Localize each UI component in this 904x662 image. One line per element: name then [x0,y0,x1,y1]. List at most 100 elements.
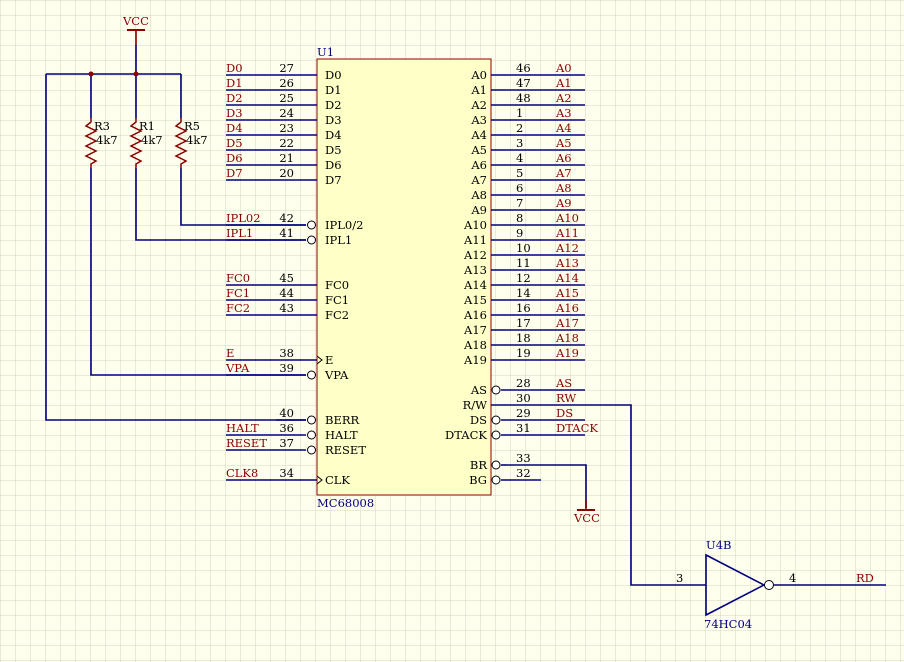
net-label: AS [555,376,572,390]
pin-number: 48 [516,91,531,105]
resistor-r1[interactable]: R1 4k7 [129,118,163,168]
vcc-power-port-top[interactable]: VCC [122,14,149,45]
inverter-u4b[interactable]: U4B 74HC04 3 4 RD [676,538,886,631]
resistor-r5[interactable]: R5 4k7 [174,118,208,168]
pin-name: A12 [463,248,487,262]
resistor-r3[interactable]: R3 4k7 [84,118,118,168]
pin-number: 40 [279,406,294,420]
pin-number: 7 [516,196,523,210]
u1-chip-body[interactable] [316,58,492,496]
pin-name: D6 [325,158,342,172]
clock-marker [316,475,323,485]
pin-number: 47 [516,76,531,90]
pin-number: 25 [279,91,294,105]
bus-request-wires [506,464,587,508]
pin-name: RESET [325,443,366,457]
net-label: RESET [226,436,267,450]
pin-name: A14 [463,278,487,292]
pin-name: A10 [463,218,487,232]
pin-number: 37 [279,436,294,450]
pin-number: 1 [516,106,523,120]
pin-name: BG [469,473,487,487]
net-label: A4 [555,121,572,135]
u1-part-name: MC68008 [317,496,374,510]
pin-number: 4 [516,151,523,165]
vcc-power-port-br[interactable]: VCC [573,500,600,525]
inversion-bubble [307,430,316,440]
net-label: D5 [226,136,243,150]
net-label: A18 [555,331,579,345]
inversion-bubble [307,370,316,380]
pin-name: D3 [325,113,342,127]
pin-name: IPL1 [325,233,352,247]
pin-number: 29 [516,406,531,420]
net-label: A5 [555,136,572,150]
r3-designator: R3 [94,119,110,133]
pin-number: 23 [279,121,294,135]
pin-number: 2 [516,121,523,135]
pin-name: A16 [463,308,487,322]
inversion-bubble [307,445,316,455]
pin-number: 10 [516,241,531,255]
net-label: IPL1 [226,226,253,240]
pin-name: A4 [470,128,487,142]
pin-number: 36 [279,421,294,435]
net-label: DTACK [556,421,598,435]
vcc-label-br: VCC [573,511,600,525]
net-label: D3 [226,106,243,120]
pin-number: 6 [516,181,523,195]
pin-number: 11 [516,256,531,270]
pin-name: D0 [325,68,342,82]
inversion-bubble [307,235,316,245]
net-label: A3 [555,106,572,120]
net-label: CLK8 [226,466,258,480]
net-label: FC1 [226,286,250,300]
pin-name: AS [470,383,487,397]
pin-number: 44 [279,286,294,300]
